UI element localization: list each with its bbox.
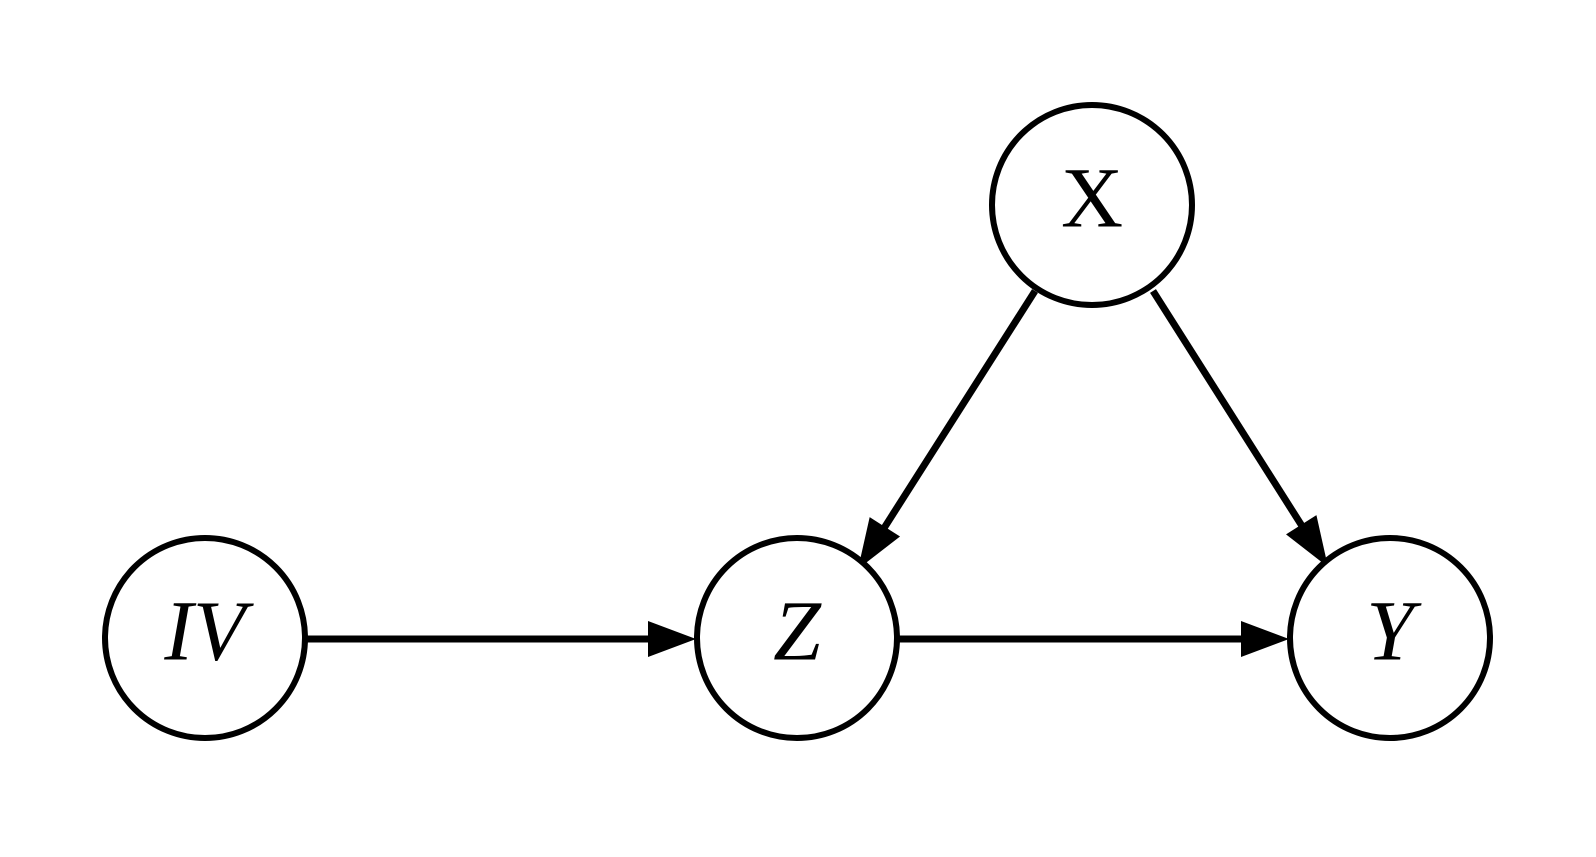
edge-z-to-y bbox=[898, 621, 1289, 657]
node-z[interactable]: Z bbox=[694, 535, 900, 741]
edge-iv-to-z bbox=[306, 621, 696, 657]
edge-shaft-x-to-y bbox=[1150, 289, 1307, 531]
edge-x-to-y bbox=[1150, 289, 1328, 567]
edges-layer bbox=[306, 289, 1328, 657]
arrowhead-x-to-y bbox=[1286, 515, 1328, 567]
edge-x-to-z bbox=[858, 289, 1038, 569]
node-circle-z[interactable] bbox=[694, 535, 900, 741]
node-circle-y[interactable] bbox=[1287, 535, 1493, 741]
arrowhead-x-to-z bbox=[858, 517, 901, 569]
node-label-z: Z bbox=[773, 583, 822, 679]
node-label-x: X bbox=[1061, 150, 1123, 246]
arrowhead-z-to-y bbox=[1241, 621, 1289, 657]
node-y[interactable]: Y bbox=[1287, 535, 1493, 741]
node-label-iv: IV bbox=[163, 583, 254, 679]
arrowhead-iv-to-z bbox=[648, 621, 696, 657]
node-circle-iv[interactable] bbox=[102, 535, 308, 741]
node-label-y: Y bbox=[1366, 583, 1422, 679]
edge-shaft-x-to-z bbox=[879, 289, 1038, 533]
node-iv[interactable]: IV bbox=[102, 535, 308, 741]
node-x[interactable]: X bbox=[989, 102, 1195, 308]
nodes-layer: IV Z Y X bbox=[102, 102, 1493, 741]
node-circle-x[interactable] bbox=[989, 102, 1195, 308]
